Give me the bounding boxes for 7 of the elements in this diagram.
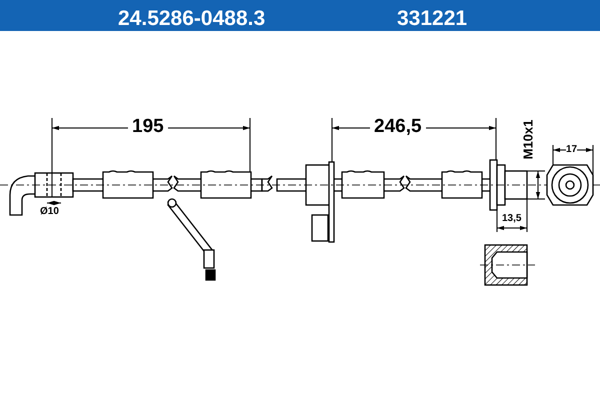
thread-size: M10x1 xyxy=(521,120,534,160)
diameter-value: Ø10 xyxy=(40,207,59,217)
reference-number: 331221 xyxy=(397,6,468,32)
dimension-value: 13,5 xyxy=(502,214,522,224)
part-number: 24.5286-0488.3 xyxy=(118,6,266,32)
dimension-value: 246,5 xyxy=(370,117,426,136)
dimension-value: 17 xyxy=(566,145,578,155)
